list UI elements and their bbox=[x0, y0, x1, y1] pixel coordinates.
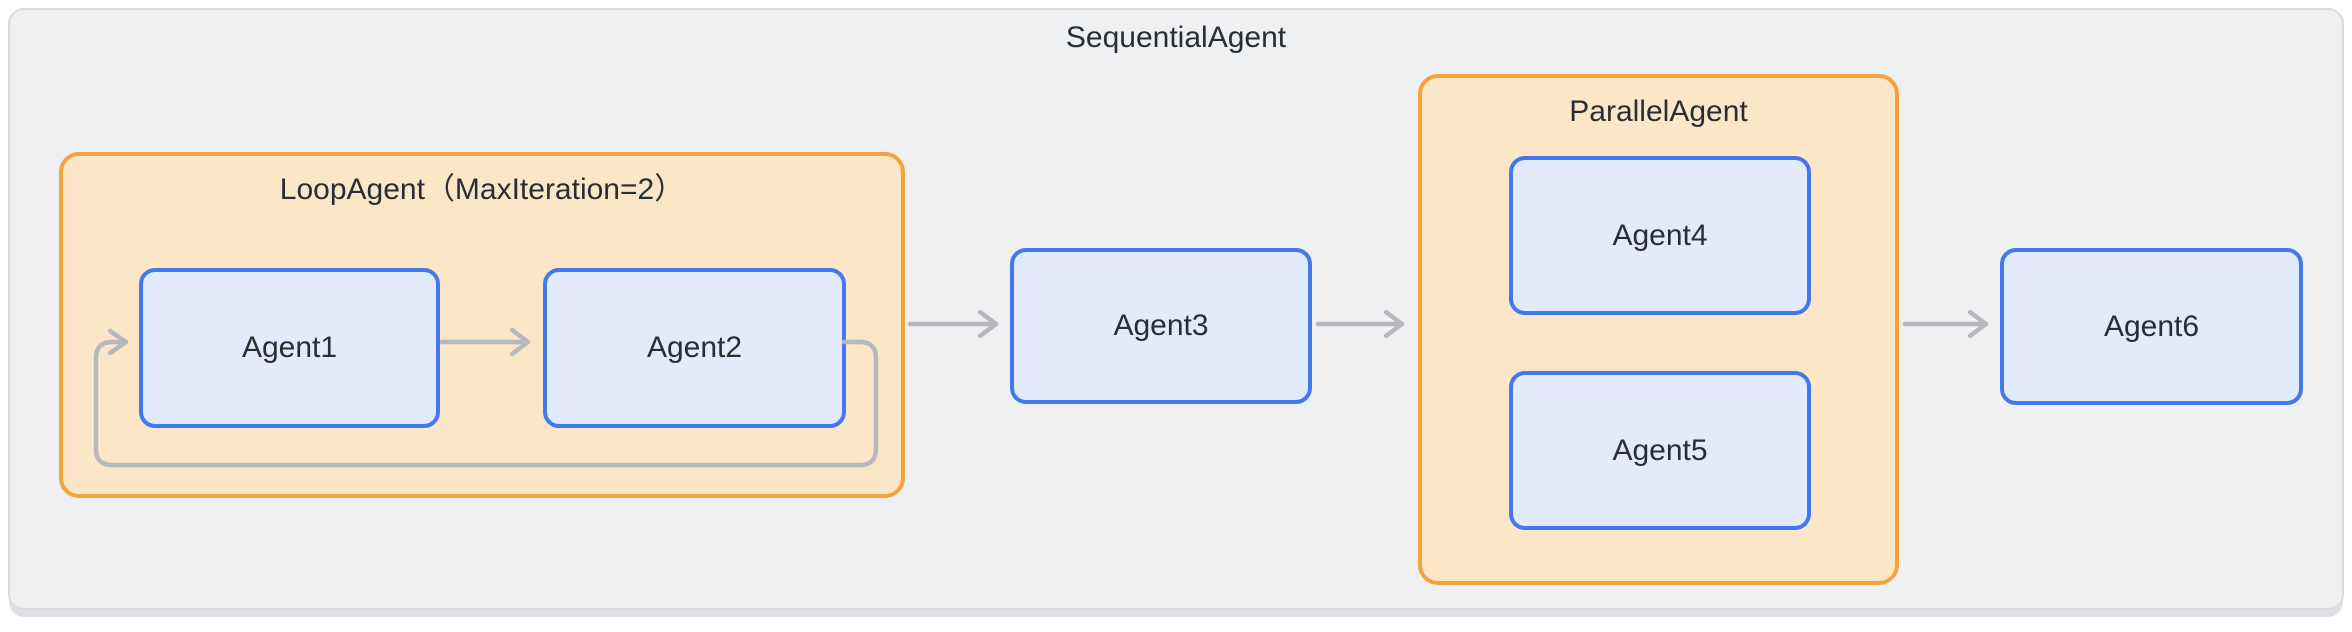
node-agent4-label: Agent4 bbox=[1612, 218, 1708, 252]
node-agent3-label: Agent3 bbox=[1113, 309, 1209, 342]
parallel-agent-title: ParallelAgent bbox=[1569, 95, 1748, 128]
loop-agent-title: LoopAgent（MaxIteration=2） bbox=[279, 173, 685, 206]
node-agent2-label: Agent2 bbox=[646, 331, 743, 364]
loop-agent-group: LoopAgent（MaxIteration=2） Agent1 Agent2 bbox=[59, 152, 905, 498]
sequential-agent-title: SequentialAgent bbox=[1065, 21, 1287, 54]
node-agent6-label: Agent6 bbox=[2103, 309, 2200, 343]
node-agent1: Agent1 bbox=[139, 268, 440, 428]
sequential-agent-panel: SequentialAgent LoopAgent（MaxIteration=2… bbox=[8, 8, 2344, 610]
node-agent5: Agent5 bbox=[1509, 371, 1811, 530]
node-agent4: Agent4 bbox=[1509, 156, 1811, 315]
node-agent5-label: Agent5 bbox=[1612, 433, 1708, 467]
node-agent2: Agent2 bbox=[543, 268, 846, 428]
node-agent1-label: Agent1 bbox=[241, 331, 338, 364]
node-agent3: Agent3 bbox=[1010, 248, 1312, 404]
parallel-agent-group: ParallelAgent Agent4 Agent5 bbox=[1418, 74, 1899, 585]
node-agent6: Agent6 bbox=[2000, 248, 2303, 405]
